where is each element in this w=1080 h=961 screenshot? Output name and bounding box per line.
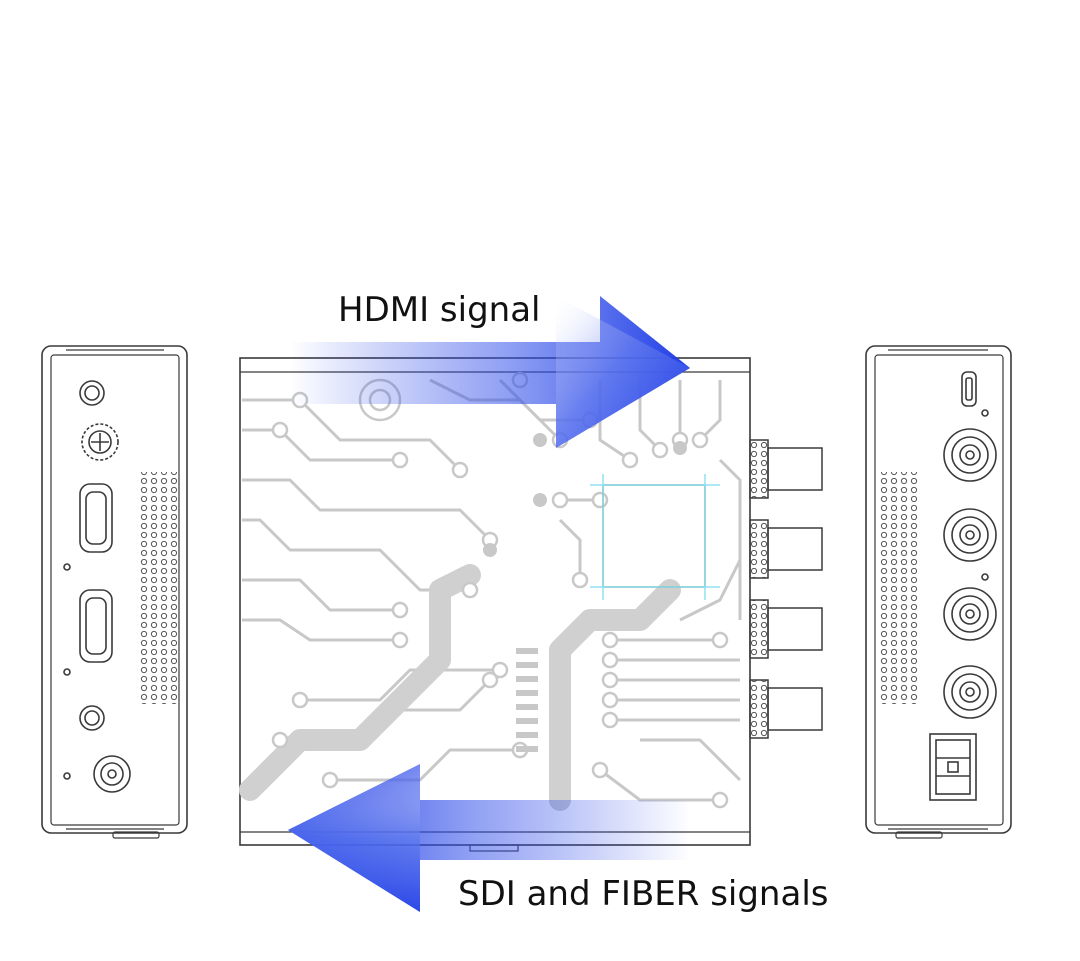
bnc-connector-icon (943, 665, 997, 719)
audio-jack-icon (79, 380, 105, 406)
circuit-vias-graphic (483, 433, 687, 752)
bnc-connector-icon (749, 599, 823, 659)
bnc-connector-icon (943, 508, 997, 562)
bnc-connector-icon (749, 679, 823, 739)
device-top-view (239, 357, 823, 852)
hdmi-signal-label: HDMI signal (338, 290, 541, 330)
power-jack-icon (93, 755, 131, 793)
power-trace-graphic (239, 564, 681, 811)
chip-graphic (590, 474, 720, 600)
vent-grille (137, 472, 177, 704)
hdmi-signal-arrow (290, 296, 690, 448)
bnc-connector-icon (749, 439, 823, 499)
left-side-panel (41, 345, 188, 839)
right-side-panel (865, 345, 1012, 839)
sdi-fiber-signals-arrow (288, 764, 690, 912)
audio-jack-icon (79, 705, 105, 731)
micro-usb-port-icon (961, 371, 977, 407)
sdi-fiber-signals-label: SDI and FIBER signals (458, 874, 829, 914)
sfp-fiber-cage-icon (929, 733, 977, 801)
dip-switch-icon (81, 423, 119, 461)
bnc-connector-icon (943, 587, 997, 641)
vent-grille (880, 472, 920, 704)
bnc-connector-icon (943, 428, 997, 482)
bnc-connector-icon (749, 519, 823, 579)
hdmi-port-icon (79, 483, 113, 553)
hdmi-port-icon (79, 589, 113, 663)
